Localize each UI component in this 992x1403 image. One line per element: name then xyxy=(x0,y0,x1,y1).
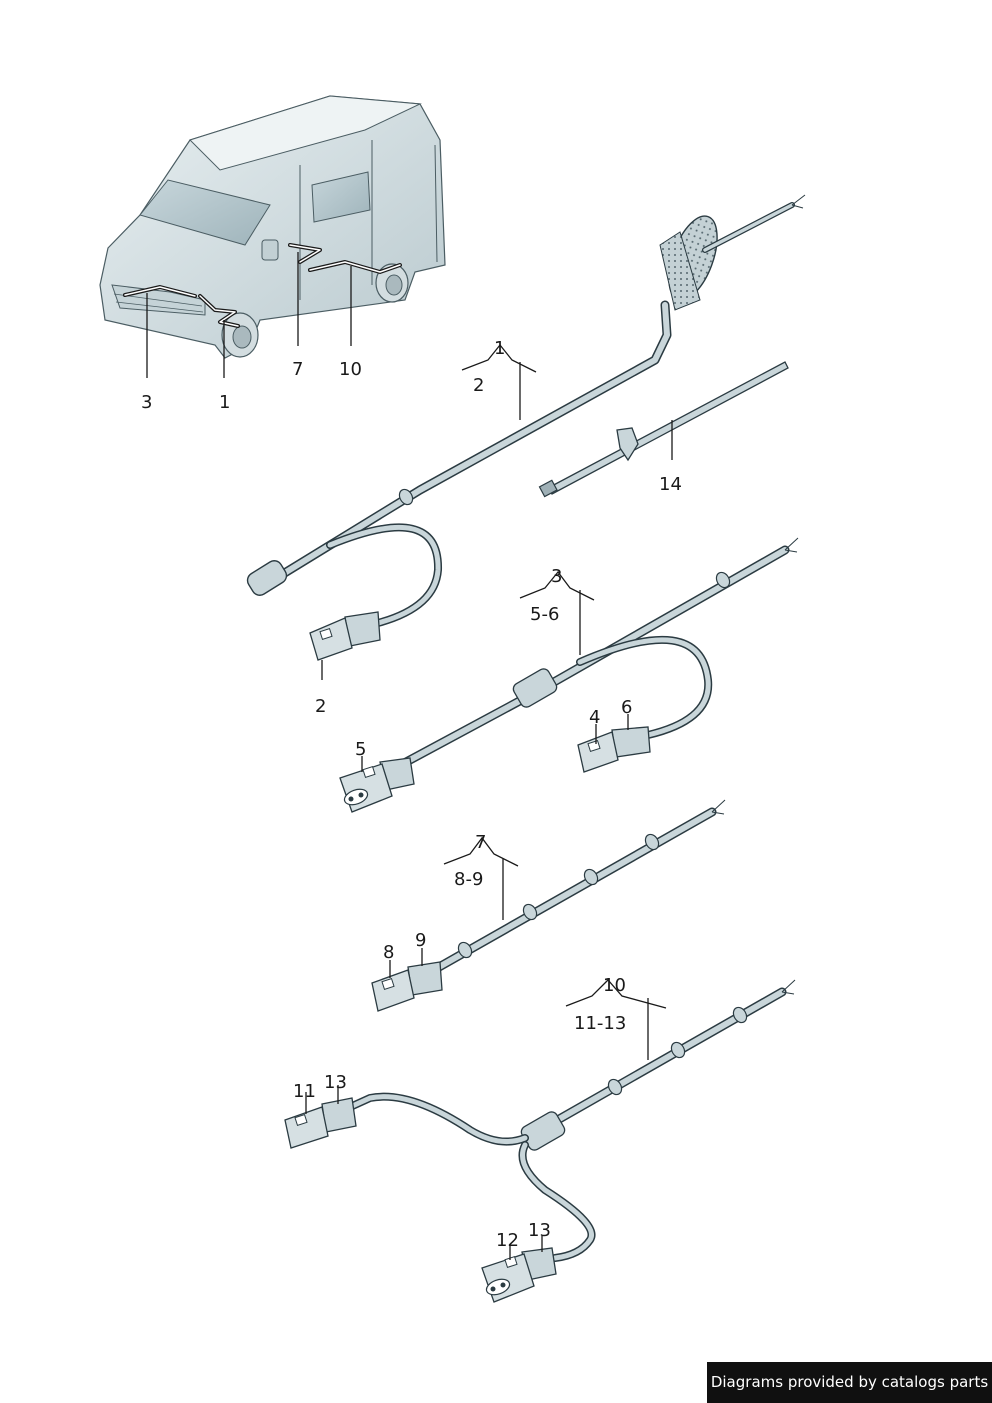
wiring-harness-7 xyxy=(371,799,726,1012)
label-part-9: 9 xyxy=(415,930,426,951)
label-part-13a: 13 xyxy=(324,1072,347,1093)
connector-part-2 xyxy=(309,611,381,661)
label-group-3: 3 xyxy=(551,566,562,587)
van-illustration xyxy=(99,95,446,378)
label-van-1: 1 xyxy=(219,392,230,413)
label-part-12: 12 xyxy=(496,1230,519,1251)
van-roof xyxy=(189,95,422,171)
label-group-1-sub: 2 xyxy=(473,375,484,396)
label-part-13b: 13 xyxy=(528,1220,551,1241)
label-van-3: 3 xyxy=(141,392,152,413)
van-rear-wheel xyxy=(375,263,409,303)
van-side-window xyxy=(311,171,371,223)
label-part-5: 5 xyxy=(355,739,366,760)
label-part-2: 2 xyxy=(315,696,326,717)
label-part-14: 14 xyxy=(659,474,682,495)
wiring-harness-10 xyxy=(284,979,796,1303)
van-windscreen xyxy=(139,179,271,246)
label-group-7-sub: 8-9 xyxy=(454,869,483,890)
wiring-harness-3 xyxy=(339,537,799,813)
van-front-wheel xyxy=(221,312,259,358)
connector-part-11 xyxy=(284,1097,357,1149)
label-part-6: 6 xyxy=(621,697,632,718)
connector-part-4 xyxy=(577,726,651,773)
label-group-7: 7 xyxy=(475,832,486,853)
connector-part-8 xyxy=(371,961,443,1012)
wiring-harness-1 xyxy=(246,194,806,680)
label-part-8: 8 xyxy=(383,942,394,963)
label-group-10-sub: 11-13 xyxy=(574,1013,626,1034)
label-group-3-sub: 5-6 xyxy=(530,604,559,625)
van-mirror xyxy=(261,239,279,261)
label-van-7: 7 xyxy=(292,359,303,380)
connector-part-5 xyxy=(339,757,415,813)
label-van-10: 10 xyxy=(339,359,362,380)
label-part-4: 4 xyxy=(589,707,600,728)
label-group-10: 10 xyxy=(603,975,626,996)
cable-tie-part-14 xyxy=(538,361,789,498)
connector-part-12 xyxy=(481,1247,557,1303)
credit-banner: Diagrams provided by catalogs parts xyxy=(707,1362,992,1403)
label-group-1: 1 xyxy=(494,338,505,359)
sensor-head-1 xyxy=(246,560,288,596)
label-part-11: 11 xyxy=(293,1081,316,1102)
